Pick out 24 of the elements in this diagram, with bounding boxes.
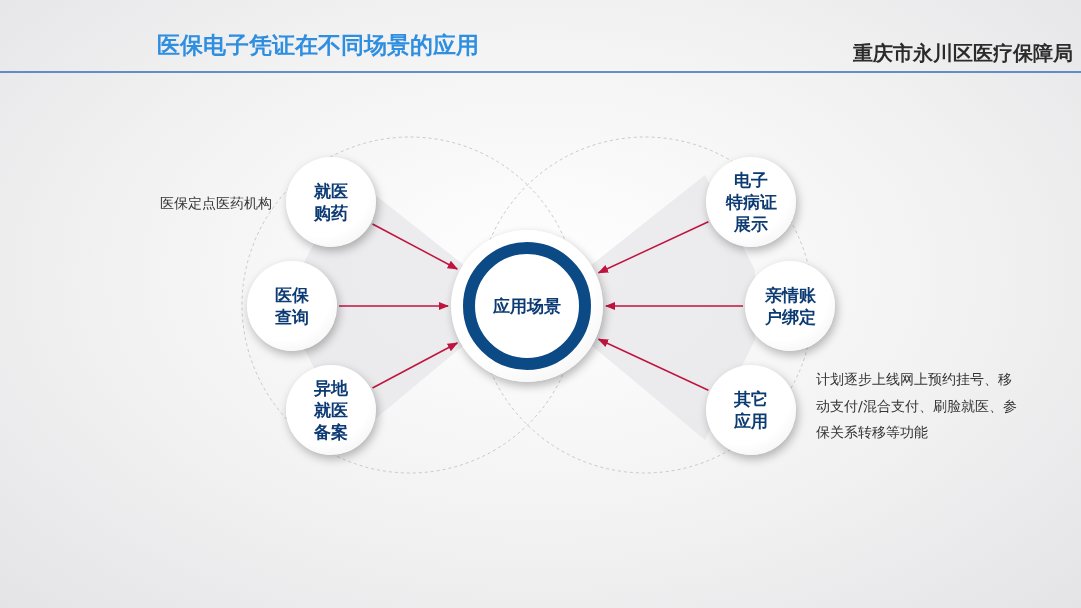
- node-label: 就医购药: [314, 179, 348, 225]
- scenario-circle: [706, 365, 796, 455]
- arrow: [597, 221, 710, 274]
- scenario-circle: [286, 157, 376, 247]
- arrow: [371, 223, 459, 270]
- node-label: 电子特病证展示: [725, 168, 777, 236]
- scenario-circle: [247, 261, 337, 351]
- scenario-circle: [286, 365, 376, 455]
- page-title: 医保电子凭证在不同场景的应用: [157, 31, 479, 60]
- scenario-note: 计划逐步上线网上预约挂号、移动支付/混合支付、刷脸就医、参保关系转移等功能: [816, 370, 1018, 443]
- organization-name: 重庆市永川区医疗保障局: [853, 40, 1073, 67]
- arrow: [371, 342, 459, 389]
- node-label: 其它应用: [734, 387, 768, 433]
- scenario-note: 医保定点医药机构: [159, 194, 272, 213]
- node-label: 异地就医备案: [314, 376, 348, 444]
- arrow: [338, 301, 450, 311]
- scenario-circle: [745, 261, 835, 351]
- scenario-circle: [706, 157, 796, 247]
- node-label: 亲情账户绑定: [764, 283, 816, 329]
- hub-circle: [451, 230, 603, 382]
- arrow: [597, 338, 710, 391]
- node-label: 应用场景: [493, 294, 561, 318]
- node-label: 医保查询: [275, 283, 309, 329]
- arrow: [604, 301, 744, 311]
